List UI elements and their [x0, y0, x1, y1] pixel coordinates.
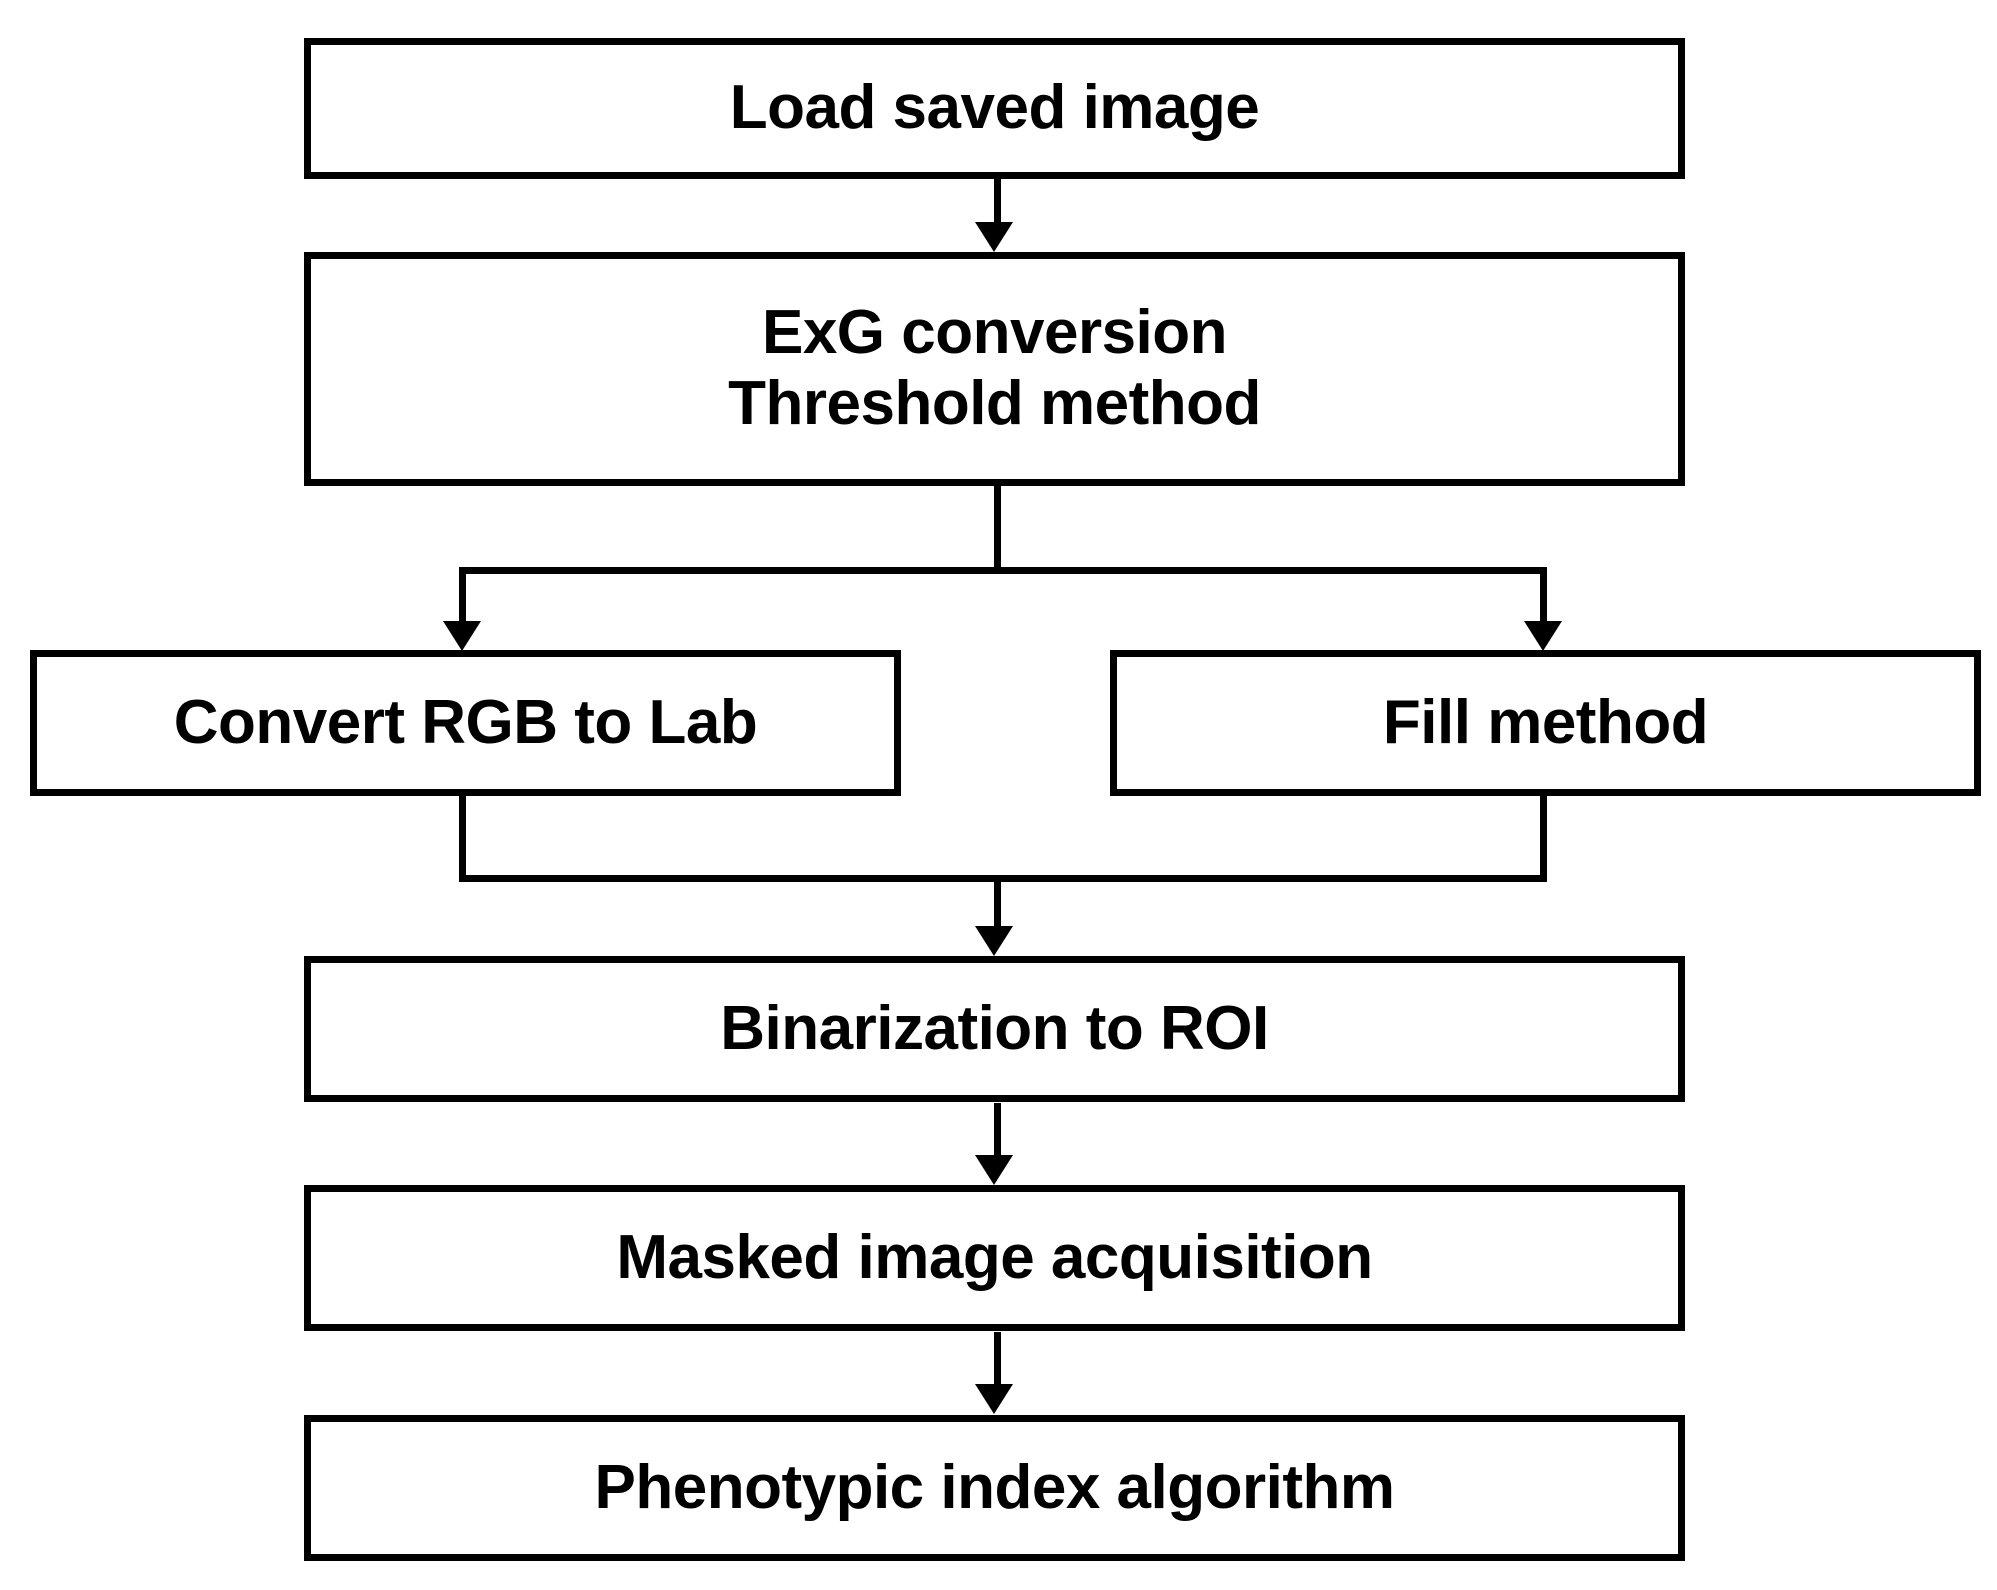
node-fill-method[interactable]: Fill method	[1110, 650, 1981, 796]
node-convert-rgb-to-lab[interactable]: Convert RGB to Lab	[30, 650, 901, 796]
node-fill-method-label: Fill method	[1382, 687, 1709, 757]
node-masked-image-acquisition-label: Masked image acquisition	[616, 1222, 1373, 1292]
edge-exg-to-split-line	[994, 486, 1001, 574]
edge-fill-to-merge-line	[1540, 796, 1547, 882]
down-arrow-icon-masked-to-phenotypic	[975, 1384, 1013, 1414]
down-arrow-icon-split-to-lab	[443, 621, 481, 651]
down-arrow-icon-binarization-to-masked	[975, 1155, 1013, 1185]
node-exg-conversion-label-line2: Threshold method	[728, 369, 1261, 438]
edge-split-to-fill-line	[1540, 567, 1547, 627]
node-convert-rgb-to-lab-label: Convert RGB to Lab	[173, 687, 758, 757]
node-exg-conversion-threshold-method[interactable]: ExG conversion Threshold method	[304, 252, 1685, 486]
node-exg-conversion-label-line1: ExG conversion	[761, 298, 1228, 368]
node-load-saved-image[interactable]: Load saved image	[304, 38, 1685, 179]
edge-load-to-exg-line	[994, 179, 1001, 227]
node-load-saved-image-label: Load saved image	[729, 73, 1260, 143]
edge-split-bar	[459, 567, 1547, 574]
node-phenotypic-index-algorithm-label: Phenotypic index algorithm	[594, 1452, 1396, 1522]
node-binarization-to-roi[interactable]: Binarization to ROI	[304, 956, 1685, 1102]
edge-split-to-lab-line	[459, 567, 466, 627]
edge-merge-bar	[459, 875, 1547, 882]
down-arrow-icon-split-to-fill	[1524, 621, 1562, 651]
down-arrow-icon-load-to-exg	[975, 222, 1013, 252]
edge-merge-to-binarization-line	[994, 875, 1001, 931]
edge-masked-to-phenotypic-line	[994, 1332, 1001, 1387]
node-phenotypic-index-algorithm[interactable]: Phenotypic index algorithm	[304, 1415, 1685, 1561]
edge-binarization-to-masked-line	[994, 1103, 1001, 1158]
node-masked-image-acquisition[interactable]: Masked image acquisition	[304, 1185, 1685, 1331]
down-arrow-icon-merge-to-binarization	[975, 926, 1013, 956]
edge-lab-to-merge-line	[459, 796, 466, 882]
node-binarization-to-roi-label: Binarization to ROI	[720, 993, 1269, 1063]
